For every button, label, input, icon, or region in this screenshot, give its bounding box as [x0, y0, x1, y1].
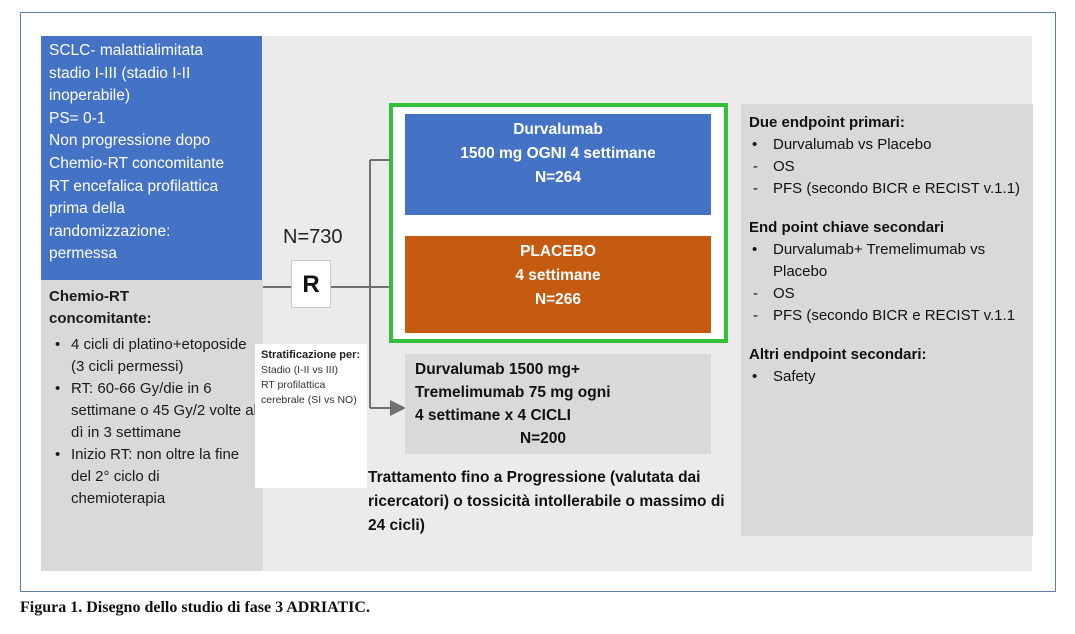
criteria-line: prima della [49, 200, 125, 218]
arm-dose: 1500 mg OGNI 4 settimane [460, 145, 656, 162]
list-item: 4 cicli di platino+etoposide (3 cicli pe… [55, 334, 257, 378]
list-item: RT: 60-66 Gy/die in 6 settimane o 45 Gy/… [55, 378, 257, 444]
stratification-factor: Stadio (I-II vs III) [261, 364, 339, 376]
chemo-rt-box: Chemio-RT concomitante: 4 cicli di plati… [41, 280, 263, 571]
stratification-factor: RT profilattica cerebrale (SI vs NO) [261, 379, 357, 406]
list-item: PFS (secondo BICR e RECIST v.1.1) [753, 178, 1027, 200]
chemo-rt-title: Chemio-RT concomitante: [49, 288, 152, 327]
key-secondary-endpoints-title: End point chiave secondari [749, 219, 945, 236]
other-secondary-endpoints-title: Altri endpoint secondari: [749, 346, 927, 363]
other-secondary-endpoints-list: Safety [749, 366, 1027, 388]
list-item: OS [753, 283, 1027, 305]
placebo-arm-box: PLACEBO 4 settimane N=266 [405, 236, 711, 333]
list-item: Durvalumab+ Tremelimumab vs Placebo [752, 239, 1027, 283]
arm-name: Durvalumab 1500 mg+ [415, 361, 580, 378]
criteria-line: Chemio-RT concomitante [49, 154, 225, 172]
list-item: Safety [752, 366, 1027, 388]
randomization-box: R [291, 260, 331, 308]
arm-n: N=266 [534, 291, 582, 308]
criteria-line: stadio I-III (stadio I-II [49, 64, 191, 82]
stratification-box: Stratificazione per: Stadio (I-II vs III… [255, 344, 367, 488]
arm-dose: Tremelimumab 75 mg ogni [415, 384, 611, 401]
chemo-rt-list: 4 cicli di platino+etoposide (3 cicli pe… [49, 334, 257, 510]
criteria-line: randomizzazione: [49, 222, 171, 240]
arm-name: PLACEBO [520, 243, 596, 260]
total-n-label: N=730 [283, 226, 343, 248]
arm-schedule: 4 settimane x 4 CICLI [415, 407, 571, 424]
list-item: Inizio RT: non oltre la fine del 2° cicl… [55, 444, 257, 510]
criteria-line: SCLC- malattialimitata [49, 42, 204, 59]
treatment-duration-note: Trattamento fino a Progressione (valutat… [368, 469, 725, 534]
criteria-line: RT encefalica profilattica [49, 177, 219, 195]
criteria-line: PS= 0-1 [49, 109, 106, 127]
list-item: OS [753, 156, 1027, 178]
arm-name: Durvalumab [513, 121, 603, 138]
list-item: PFS (secondo BICR e RECIST v.1.1 [753, 305, 1027, 327]
eligibility-criteria-box: SCLC- malattialimitata stadio I-III (sta… [41, 36, 262, 280]
key-secondary-endpoints-list: Durvalumab+ Tremelimumab vs Placebo OS P… [749, 239, 1027, 327]
criteria-line: Non progressione dopo [49, 132, 211, 150]
figure-caption: Figura 1. Disegno dello studio di fase 3… [20, 599, 370, 616]
primary-endpoints-list: Durvalumab vs Placebo OS PFS (secondo BI… [749, 134, 1027, 200]
durva-treme-arm-box: Durvalumab 1500 mg+ Tremelimumab 75 mg o… [405, 354, 711, 454]
durvalumab-arm-box: Durvalumab 1500 mg OGNI 4 settimane N=26… [405, 114, 711, 215]
list-item: Durvalumab vs Placebo [752, 134, 1027, 156]
endpoints-box: Due endpoint primari: Durvalumab vs Plac… [741, 104, 1033, 536]
arm-n: N=200 [519, 430, 567, 447]
primary-endpoints-title: Due endpoint primari: [749, 114, 905, 131]
criteria-line: permessa [49, 245, 118, 263]
stratification-title: Stratificazione per: [261, 349, 361, 361]
arm-n: N=264 [534, 169, 582, 186]
criteria-line: inoperabile) [49, 87, 130, 105]
arm-dose: 4 settimane [515, 267, 601, 284]
